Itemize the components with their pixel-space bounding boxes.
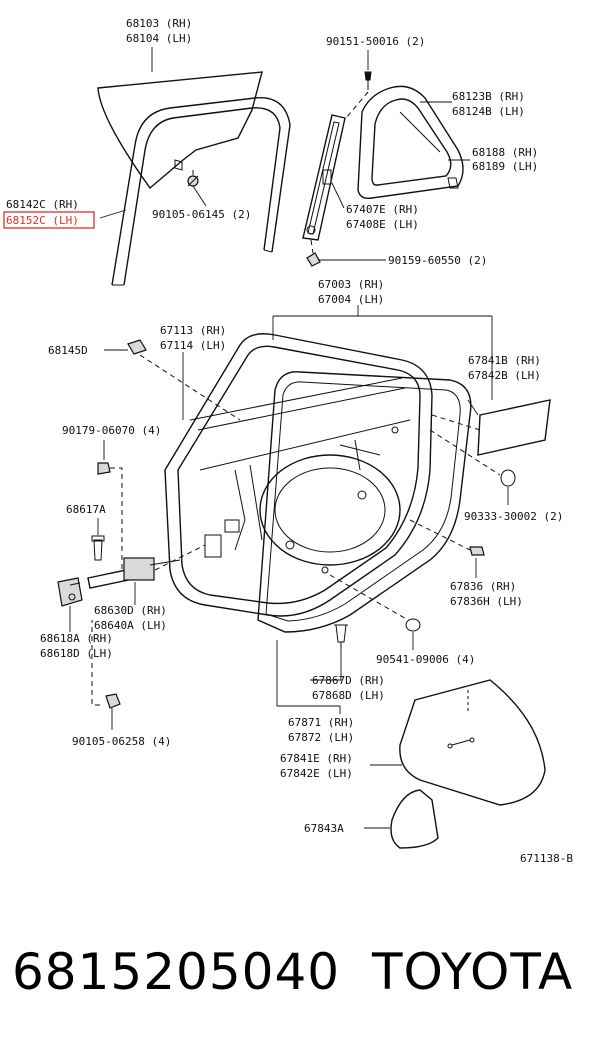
quarter-glass — [357, 85, 464, 200]
label-67114: 67114 (LH) — [160, 339, 226, 352]
leader-90105-06145 — [192, 185, 207, 207]
label-67113: 67113 (RH) — [160, 324, 226, 337]
label-90333: 90333-30002 (2) — [464, 510, 563, 523]
glass-run — [111, 97, 291, 286]
leader-67407e — [331, 182, 345, 209]
label-68152c: 68152C (LH) — [6, 214, 79, 227]
label-68630d: 68630D (RH) — [94, 604, 167, 617]
label-67841e: 67841E (RH) — [280, 752, 353, 765]
label-67867d: 67867D (RH) — [312, 674, 385, 687]
label-68123b: 68123B (RH) — [452, 90, 525, 103]
label-67842b: 67842B (LH) — [468, 369, 541, 382]
leader-67867d — [310, 650, 342, 681]
quarter-weatherstrip — [399, 111, 459, 189]
label-68189: 68189 (LH) — [472, 160, 538, 173]
label-68618a: 68618A (RH) — [40, 632, 113, 645]
label-67871: 67871 (RH) — [288, 716, 354, 729]
bumper-67836 — [469, 546, 485, 556]
cover-67843a — [390, 789, 439, 849]
pin-68617a — [91, 535, 105, 561]
label-67841b: 67841B (RH) — [468, 354, 541, 367]
bolt-90105-06258 — [105, 693, 121, 709]
label-67407e: 67407E (RH) — [346, 203, 419, 216]
bolt-90179 — [97, 462, 111, 475]
part-number: 6815205040 — [12, 943, 341, 1001]
door-weatherstrip — [257, 371, 472, 633]
clip-67867d — [334, 624, 348, 650]
clip-90541 — [405, 618, 421, 632]
bracket-67871 — [276, 640, 340, 707]
label-90541: 90541-09006 (4) — [376, 653, 475, 666]
pad-67841b — [477, 399, 551, 456]
label-90105-06258: 90105-06258 (4) — [72, 735, 171, 748]
diagram-code: 671138-B — [520, 852, 573, 865]
door-panel — [164, 333, 433, 617]
label-68142c: 68142C (RH) — [6, 198, 79, 211]
label-67872: 67872 (LH) — [288, 731, 354, 744]
label-90151: 90151-50016 (2) — [326, 35, 425, 48]
division-bar — [302, 114, 346, 241]
footer: 6815205040 TOYOTA — [0, 935, 600, 1015]
label-90179: 90179-06070 (4) — [62, 424, 161, 437]
screw-90159 — [306, 252, 326, 267]
label-68124b: 68124B (LH) — [452, 105, 525, 118]
door-check — [87, 557, 181, 589]
label-90159: 90159-60550 (2) — [388, 254, 487, 267]
clip-68145d — [127, 339, 147, 355]
plug-90333 — [500, 469, 516, 487]
label-67868d: 67868D (LH) — [312, 689, 385, 702]
label-68188: 68188 (RH) — [472, 146, 538, 159]
label-90105-06145: 90105-06145 (2) — [152, 208, 251, 221]
leader-67841b — [467, 399, 479, 416]
leader-68142c — [99, 209, 127, 219]
hinge-68618a — [57, 577, 83, 607]
highlight-box — [3, 211, 95, 229]
bolt-90105-06145 — [187, 170, 199, 187]
label-67003: 67003 (RH) — [318, 278, 384, 291]
label-68145d: 68145D — [48, 344, 88, 357]
label-68640a: 68640A (LH) — [94, 619, 167, 632]
service-hole-cover — [399, 679, 546, 806]
label-67842e: 67842E (LH) — [280, 767, 353, 780]
brand-name: TOYOTA — [372, 943, 574, 1001]
label-67843a: 67843A — [304, 822, 344, 835]
label-67836h: 67836H (LH) — [450, 595, 523, 608]
label-68103: 68103 (RH) — [126, 17, 192, 30]
screw-90151 — [364, 71, 372, 90]
label-67408e: 67408E (LH) — [346, 218, 419, 231]
label-68617a: 68617A — [66, 503, 106, 516]
door-glass — [97, 71, 263, 190]
label-68618d: 68618D (LH) — [40, 647, 113, 660]
label-67004: 67004 (LH) — [318, 293, 384, 306]
label-68104: 68104 (LH) — [126, 32, 192, 45]
label-67836: 67836 (RH) — [450, 580, 516, 593]
